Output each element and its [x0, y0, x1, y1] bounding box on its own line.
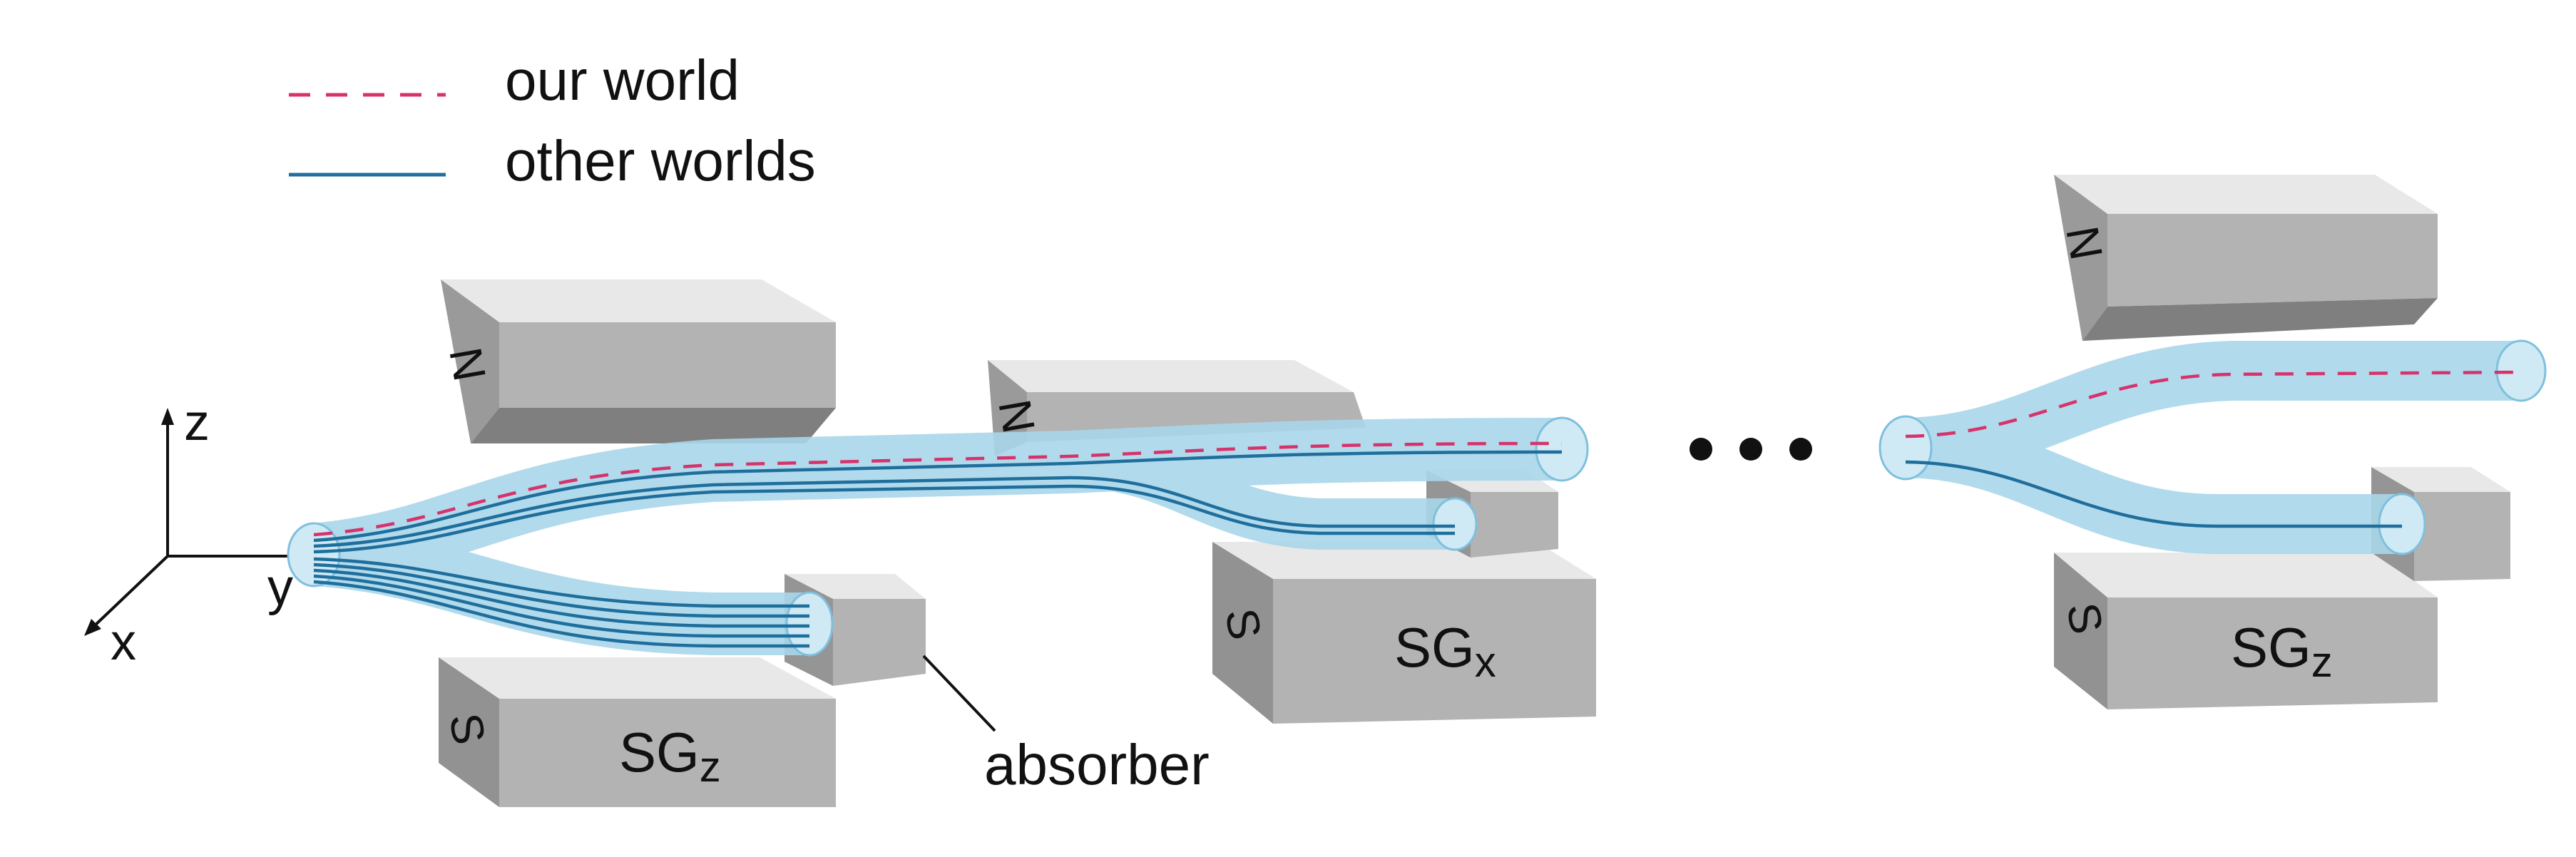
stage2-name-label: SGx	[1394, 616, 1496, 686]
legend-label-other-worlds: other worlds	[505, 129, 816, 193]
absorber3-top	[2371, 467, 2510, 492]
stage1-south-side	[439, 657, 499, 807]
stage1-south-front	[499, 699, 836, 807]
stage3-name-main: SG	[2231, 616, 2311, 679]
other-world-line	[313, 563, 809, 618]
other-world-line	[313, 450, 1563, 543]
ellipsis-dots	[1690, 438, 1812, 461]
stage3-south-side	[2054, 553, 2107, 709]
tube-cap-stage3-upper	[2495, 339, 2547, 402]
tube-cap-absorber3	[2378, 493, 2426, 555]
stage1-name-sub: z	[700, 743, 721, 791]
stage3-south-front	[2107, 597, 2438, 709]
x-axis-arrow	[84, 619, 101, 636]
tube-stage2-lower	[1069, 436, 1451, 550]
stage1-north-bottom	[471, 408, 836, 443]
stage3-name-label: SGz	[2231, 616, 2333, 686]
ellipsis-dot	[1789, 438, 1812, 461]
y-axis-label: y	[267, 559, 293, 616]
stage3-north-magnet: N	[2054, 175, 2438, 341]
tube-cap-absorber2	[1432, 497, 1478, 551]
world-lines	[313, 370, 2522, 648]
ellipsis-dot	[1690, 438, 1712, 461]
stage3-south-top	[2054, 553, 2438, 597]
stage2-name-sub: x	[1475, 638, 1496, 686]
absorber-label: absorber	[984, 733, 1210, 796]
other-world-line	[313, 580, 809, 648]
stage1-name-main: SG	[619, 721, 700, 784]
z-axis-arrow	[161, 408, 174, 425]
legend-label-our-world: our world	[505, 48, 740, 112]
other-world-line	[313, 484, 1455, 554]
absorber1-front	[833, 599, 926, 686]
our-world-line-stage1-2	[313, 441, 1563, 537]
x-axis-line	[91, 555, 169, 629]
other-world-line	[313, 574, 809, 638]
stage1-name-label: SGz	[619, 721, 721, 791]
stage3-north-top	[2054, 175, 2438, 214]
absorber2-front	[1471, 492, 1558, 558]
absorber3-front	[2414, 492, 2510, 581]
stage2-south-side	[1212, 542, 1273, 724]
other-world-line	[313, 557, 809, 608]
stage2-north-top	[988, 360, 1354, 392]
stage3-name-sub: z	[2311, 638, 2333, 686]
other-world-line	[313, 476, 1455, 548]
stage3-south-magnet: S SGz	[2054, 553, 2438, 709]
stage1-north-side	[441, 279, 499, 443]
stage1-south-top	[439, 657, 836, 699]
stage1-north-front	[499, 322, 836, 408]
other-world-line	[313, 568, 809, 628]
stage3-north-front	[2107, 214, 2438, 307]
absorber1-top	[784, 574, 926, 599]
absorber-pointer	[922, 655, 996, 732]
tube-stage3-lower	[1903, 418, 2400, 554]
tube-cap-stage2-exit	[1535, 416, 1589, 482]
stage1-south-magnet: S SGz	[439, 657, 836, 807]
x-axis-label: x	[111, 614, 136, 671]
legend: our world other worlds	[289, 48, 816, 193]
stage1-north-magnet: N	[439, 279, 836, 443]
other-world-line	[1905, 460, 2402, 528]
our-world-line-stage3	[1905, 370, 2522, 438]
stage2-name-main: SG	[1394, 616, 1475, 679]
stage1-north-top	[441, 279, 836, 322]
stage2-south-magnet: S SGx	[1212, 542, 1596, 724]
z-axis-label: z	[184, 394, 210, 451]
ellipsis-dot	[1739, 438, 1762, 461]
stage2-south-front	[1273, 579, 1596, 724]
tube-cap-stage3-entry	[1879, 415, 1933, 481]
tube-cap-absorber1	[785, 591, 834, 657]
stage3-north-bottom	[2082, 298, 2438, 341]
stage3-north-side	[2054, 175, 2107, 341]
